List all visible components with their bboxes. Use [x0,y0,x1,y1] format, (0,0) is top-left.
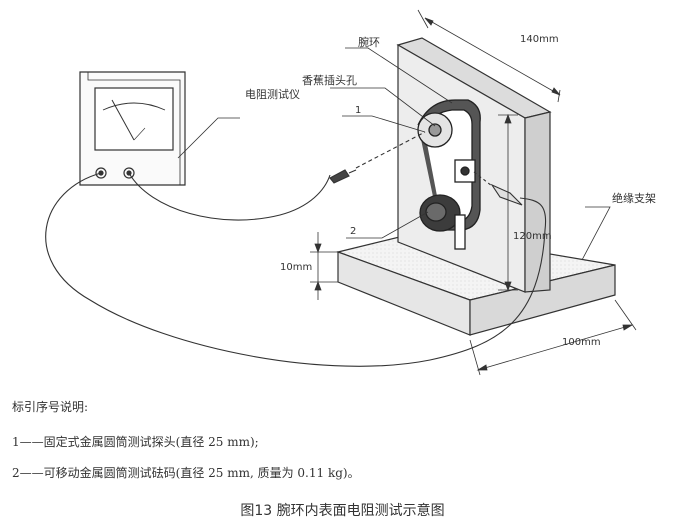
wristband-label: 腕环 [358,35,380,49]
dimension-lines [310,9,637,376]
callout-1: 1 [355,105,361,116]
fixed-metal-cylinder-probe [417,112,453,148]
resistance-meter-label: 电阻测试仪 [245,88,300,101]
cable-clip [490,183,523,206]
legend-item-1: 1——固定式金属圆筒测试探头(直径 25 mm); [12,435,259,449]
wristband-assembly [417,99,481,250]
movable-metal-cylinder-weight [419,194,466,250]
dimension-100: 100mm [562,337,601,348]
banana-plug [329,169,357,184]
figure-caption: 图13 腕环内表面电阻测试示意图 [240,503,445,519]
banana-plug-hole-label: 香蕉插头孔 [302,73,357,87]
legend-item-2: 2——可移动金属圆筒测试砝码(直径 25 mm, 质量为 0.11 kg)。 [12,466,360,480]
dimension-140: 140mm [520,34,559,45]
wristband-clasp [454,159,476,183]
resistance-meter [79,71,186,186]
test-cables [45,131,547,367]
insulating-stand-label: 绝缘支架 [612,191,656,205]
leader-lines [177,47,611,261]
dimension-10: 10mm [280,262,312,273]
dimension-120: 120mm [513,231,552,242]
callout-2: 2 [350,226,356,237]
meter-dial [94,87,174,151]
legend-title: 标引序号说明: [12,400,89,414]
